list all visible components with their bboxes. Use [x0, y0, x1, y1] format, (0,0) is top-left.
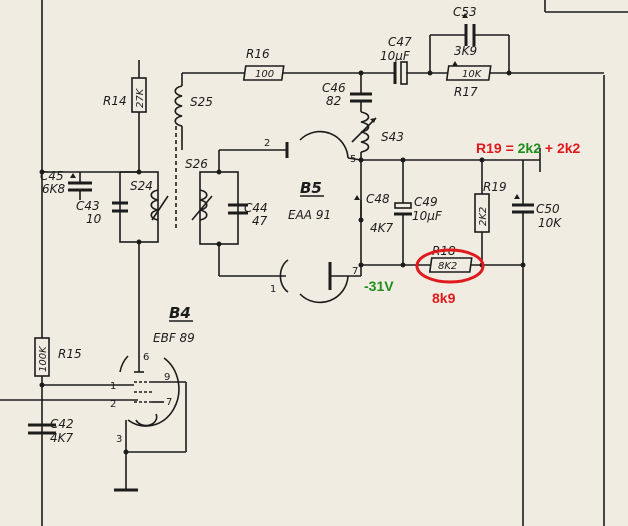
r19-annotation: R19 = 2k2 + 2k2	[476, 140, 581, 156]
r18-highlight-circle	[415, 248, 485, 284]
b4-pin-2: 2	[110, 399, 116, 410]
s24-label: S24	[130, 179, 153, 193]
b4-label: B4	[169, 304, 191, 322]
s26-tank: S26 C44 47	[185, 149, 286, 277]
c44-value: 47	[252, 214, 268, 228]
c53-capacitor: C53 3K9	[453, 5, 477, 58]
s25-coil: S25	[174, 73, 213, 230]
c50-capacitor: C50 10K	[512, 160, 562, 265]
b4-type: EBF 89	[153, 331, 195, 345]
r15-label: R15	[58, 347, 82, 361]
top-line	[182, 34, 604, 76]
c48-label: C48	[366, 192, 390, 206]
c48-value: 4K7	[370, 221, 394, 235]
c47-label: C47	[388, 35, 412, 49]
s24-tank: S24 C43 10	[76, 171, 169, 352]
c46-value: 82	[326, 94, 341, 108]
c45-capacitor: C45 6K8	[39, 169, 142, 200]
b5-pin-2: 2	[264, 138, 270, 149]
b4-pin-9: 9	[164, 372, 170, 383]
r16-value: 100	[255, 69, 274, 80]
r14-label: R14	[103, 94, 127, 108]
b4-pin-6: 6	[143, 352, 149, 363]
c53-label: C53	[453, 5, 477, 19]
c45-value: 6K8	[42, 182, 66, 196]
b5-pin-7: 7	[352, 266, 358, 277]
r16-resistor: 100 R16	[242, 47, 285, 81]
b4-pin-7: 7	[166, 397, 172, 408]
b5-tube: 2 5 1 7 B5 EAA 91	[264, 130, 362, 304]
c49-capacitor: C49 10µF	[394, 160, 443, 265]
r17-label: R17	[454, 85, 478, 99]
svg-text:R19 = 2k2 + 2k2: R19 = 2k2 + 2k2	[476, 140, 581, 156]
r19-note-b: 2k2	[557, 140, 581, 156]
r14-resistor: 27K R14	[103, 60, 147, 172]
r19-note-plus: +	[541, 140, 557, 156]
c46-label: C46	[322, 81, 346, 95]
s25-label: S25	[190, 95, 213, 109]
r15-resistor: 100K R15	[34, 337, 82, 388]
r17-resistor: 10K R17	[445, 61, 492, 99]
c45-label: C45	[40, 169, 64, 183]
s43-label: S43	[381, 130, 404, 144]
b5-pin-5: 5	[350, 154, 356, 165]
c46-capacitor: C46 82	[322, 73, 372, 112]
s43-coil: S43	[351, 111, 404, 160]
b5-pin-1: 1	[270, 284, 276, 295]
c43-value: 10	[86, 212, 102, 226]
c42-label: C42	[50, 417, 74, 431]
c50-label: C50	[536, 202, 560, 216]
c43-label: C43	[76, 199, 100, 213]
r14-value: 27K	[135, 87, 146, 108]
voltage-annotation: -31V	[364, 278, 394, 294]
b5-label: B5	[300, 179, 322, 197]
r18-resistor: 8K2 R18	[428, 244, 473, 273]
b4-pin-1: 1	[110, 381, 116, 392]
c44-label: C44	[244, 201, 268, 215]
r19-label: R19	[483, 180, 507, 194]
r19-note-prefix: R19 =	[476, 140, 518, 156]
b4-pin-3: 3	[116, 434, 122, 445]
r19-resistor: 2K2 R19	[474, 160, 507, 265]
c42-capacitor: C42 4K7	[28, 417, 74, 445]
r15-value: 100K	[38, 345, 49, 372]
b4-tube: B4 EBF 89 6 1 2 9 7 3	[42, 304, 195, 492]
b5-type: EAA 91	[288, 208, 331, 222]
c47-value: 10µF	[380, 49, 411, 63]
r19-note-a: 2k2	[518, 140, 542, 156]
c48-capacitor: C48 4K7	[354, 192, 394, 235]
s26-label: S26	[185, 157, 208, 171]
r17-value: 10K	[462, 69, 483, 80]
r19-value: 2K2	[478, 207, 489, 226]
c50-value: 10K	[538, 216, 562, 230]
r18-value-annotation: 8k9	[432, 290, 456, 306]
c49-value: 10µF	[412, 209, 443, 223]
c49-label: C49	[414, 195, 438, 209]
c47-capacitor: C47 10µF	[380, 35, 412, 85]
c42-value: 4K7	[50, 431, 74, 445]
c53-value: 3K9	[454, 44, 477, 58]
r16-label: R16	[246, 47, 270, 61]
r18-value: 8K2	[438, 261, 457, 272]
